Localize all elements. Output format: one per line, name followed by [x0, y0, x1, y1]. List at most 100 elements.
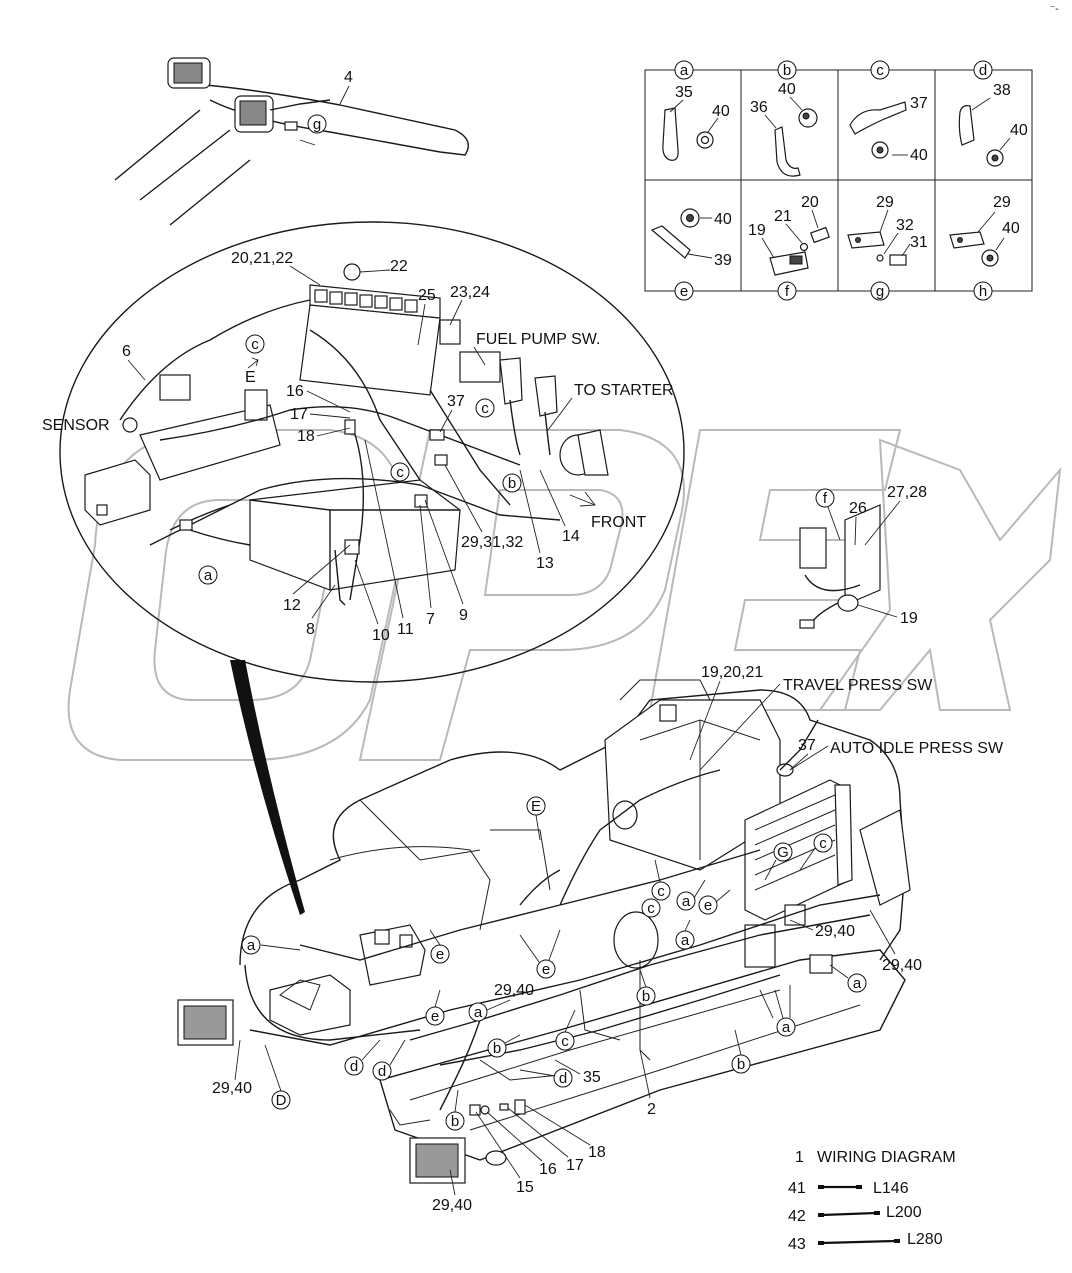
- part-number-25: 25: [418, 287, 436, 304]
- callout-E: E: [531, 798, 541, 815]
- part-number-29-40: 29,40: [815, 923, 855, 940]
- to-starter-label: TO STARTER: [574, 382, 674, 399]
- fuel-pump-sw-label: FUEL PUMP SW.: [476, 331, 600, 348]
- callout-letter: g: [313, 116, 321, 133]
- callout-c: c: [481, 400, 489, 417]
- clamp-part: [958, 105, 975, 146]
- part-number-35: 35: [583, 1069, 601, 1086]
- legend-item-number: 1: [795, 1149, 804, 1166]
- callout-b: b: [493, 1040, 501, 1057]
- part-number: 19: [748, 222, 766, 239]
- clamp-part: [847, 231, 885, 249]
- callout-b: b: [451, 1113, 459, 1130]
- callout-d: d: [559, 1070, 567, 1087]
- boom-lamp-assembly: g 4: [114, 57, 469, 226]
- callout-c: c: [251, 336, 259, 353]
- part-number-29-40: 29,40: [494, 982, 534, 999]
- part-number-8: 8: [306, 621, 315, 638]
- part-number: 38: [993, 82, 1011, 99]
- callout-letter: d: [979, 62, 987, 79]
- part-number: 40: [714, 211, 732, 228]
- callout-a: a: [853, 975, 862, 992]
- callout-letter: f: [785, 283, 790, 300]
- part-number-18: 18: [297, 428, 315, 445]
- part-number-18: 18: [588, 1144, 606, 1161]
- part-number: 36: [750, 99, 768, 116]
- detail-cell-f: f 20 21 19: [748, 194, 830, 301]
- part-number-13: 13: [536, 555, 554, 572]
- part-number-11: 11: [397, 621, 414, 638]
- zoom-arrow: [230, 660, 305, 915]
- part-number-19: 19: [900, 610, 918, 627]
- part-number: 40: [778, 81, 796, 98]
- callout-e: e: [431, 1008, 439, 1025]
- callout-c: c: [657, 883, 665, 900]
- part-number: 32: [896, 217, 914, 234]
- detail-cell-e: e 40 39: [650, 208, 732, 301]
- detail-cell-c: c 37 40: [849, 60, 928, 164]
- legend-item-number: 42: [788, 1208, 806, 1225]
- callout-D: D: [276, 1092, 287, 1109]
- part-number-23-24: 23,24: [450, 284, 490, 301]
- detail-cell-b: b 40 36: [750, 60, 818, 177]
- legend-item-number: 43: [788, 1236, 806, 1253]
- callout-a: a: [247, 937, 256, 954]
- sensor-label: SENSOR: [42, 417, 110, 434]
- part-number-19-20-21: 19,20,21: [701, 664, 763, 681]
- part-number-37: 37: [447, 393, 465, 410]
- callout-letter: c: [876, 62, 884, 79]
- callout-a: a: [681, 932, 690, 949]
- part-number-16: 16: [286, 383, 304, 400]
- part-number-29-31-32: 29,31,32: [461, 534, 523, 551]
- part-number: 39: [714, 252, 732, 269]
- callout-G: G: [777, 844, 789, 861]
- part-number: 29: [993, 194, 1011, 211]
- part-number: 29: [876, 194, 894, 211]
- callout-e: e: [542, 961, 550, 978]
- callout-circle: [674, 60, 694, 80]
- corner-mark: ⁻-: [1050, 4, 1059, 15]
- fuse-box: [299, 304, 441, 396]
- callout-f: f: [823, 490, 828, 507]
- clamp-part: [774, 126, 801, 177]
- callout-c: c: [647, 900, 655, 917]
- machine-upper-structure: TRAVEL PRESS SW AUTO IDLE PRESS SW 19,20…: [177, 664, 1004, 1214]
- relay: [799, 527, 827, 569]
- callout-a: a: [782, 1019, 791, 1036]
- part-number: 37: [910, 95, 928, 112]
- battery: [269, 974, 351, 1036]
- part-number: 40: [712, 103, 730, 120]
- part-number-17: 17: [290, 406, 308, 423]
- detail-cell-h: h 29 40: [949, 194, 1020, 301]
- detail-cell-d: d 38 40: [958, 60, 1028, 167]
- travel-press-sw-label: TRAVEL PRESS SW: [783, 677, 933, 694]
- part-number-29-40: 29,40: [882, 957, 922, 974]
- callout-b: b: [508, 475, 516, 492]
- callout-b: b: [737, 1056, 745, 1073]
- part-number: 21: [774, 208, 792, 225]
- callout-letter: g: [876, 283, 884, 300]
- callout-c: c: [396, 464, 404, 481]
- part-number-9: 9: [459, 607, 468, 624]
- clamp-part: [849, 101, 907, 135]
- engine: [604, 699, 781, 871]
- callout-a: a: [204, 567, 213, 584]
- part-number-6: 6: [122, 343, 131, 360]
- part-number-37: 37: [798, 737, 816, 754]
- part-number: 4: [344, 69, 353, 86]
- part-number-16: 16: [539, 1161, 557, 1178]
- part-number-22: 22: [390, 258, 408, 275]
- part-number-29-40: 29,40: [212, 1080, 252, 1097]
- wire-harness-43: [821, 1239, 897, 1245]
- sensor-box: [84, 459, 151, 526]
- callout-d: d: [378, 1063, 386, 1080]
- clamp-part: [650, 225, 691, 259]
- detail-table: a 35 40 b 40 36 c 37: [644, 60, 1033, 301]
- callout-a: a: [474, 1004, 483, 1021]
- detail-cell-a: a 35 40: [662, 60, 730, 161]
- wire-harness-42: [821, 1211, 877, 1217]
- part-number-15: 15: [516, 1179, 534, 1196]
- callout-circle: [307, 114, 327, 134]
- parts-legend: 1 WIRING DIAGRAM 41 L146 42 L200 43 L280: [788, 1149, 956, 1253]
